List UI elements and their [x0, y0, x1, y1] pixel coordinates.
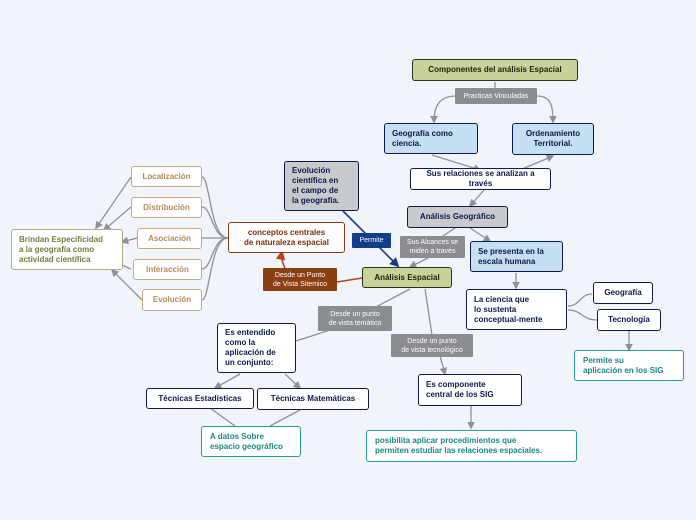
node-brindan-especificidad[interactable]: Brindan Especificidad a la geografía com…	[11, 229, 123, 270]
node-tecnicas-matematicas[interactable]: Técnicas Matemáticas	[257, 388, 369, 410]
node-a-datos-sobre[interactable]: A datos Sobre espacio geográfico	[201, 426, 301, 457]
node-analisis-geografico[interactable]: Análisis Geográfico	[407, 206, 508, 228]
node-conceptos-centrales[interactable]: conceptos centrales de naturaleza espaci…	[228, 222, 345, 253]
node-localizacion[interactable]: Localización	[131, 166, 202, 187]
node-evolucion-cientifica[interactable]: Evolución científica en el campo de la g…	[284, 161, 359, 211]
label-punto-tematico: Desde un punto de vista temático	[318, 306, 392, 331]
label-sus-alcances: Sus Alcances se miden a través	[400, 236, 465, 258]
node-evolucion[interactable]: Evolución	[142, 289, 202, 311]
node-ordenamiento-territorial[interactable]: Ordenamiento Territorial.	[512, 123, 594, 155]
node-sus-relaciones[interactable]: Sus relaciones se analizan a través	[410, 168, 551, 190]
label-permite: Permite	[352, 233, 391, 248]
node-geografia[interactable]: Geografía	[593, 282, 653, 304]
node-geografia-como-ciencia[interactable]: Geografía como ciencia.	[384, 123, 478, 154]
node-es-componente-central[interactable]: Es componente central de los SIG	[418, 374, 522, 406]
node-distribucion[interactable]: Distribución	[131, 197, 202, 218]
node-escala-humana[interactable]: Se presenta en la escala humana	[470, 241, 563, 272]
node-es-entendido[interactable]: Es entendido como la aplicación de un co…	[217, 323, 296, 373]
label-practicas-vinculadas: Practicas Vinculadas	[455, 88, 537, 104]
node-tecnicas-estadisticas[interactable]: Técnicas Estadísticas	[146, 388, 254, 409]
node-permite-su-aplicacion[interactable]: Permite su aplicación en los SIG	[574, 350, 684, 381]
node-analisis-espacial[interactable]: Análisis Espacial	[362, 267, 452, 288]
node-tecnologia[interactable]: Tecnología	[597, 309, 661, 331]
label-punto-sistemico: Desde un Punto de Vista Sitemico	[263, 268, 337, 291]
label-punto-tecnologico: Desde un punto de vista tecnológico	[391, 334, 473, 357]
node-ciencia-que-sustenta[interactable]: La ciencia que lo sustenta conceptual-me…	[466, 289, 567, 330]
node-interaccion[interactable]: Interacción	[133, 259, 202, 280]
node-posibilita-aplicar[interactable]: posibilita aplicar procedimientos que pe…	[366, 430, 577, 462]
node-asociacion[interactable]: Asociación	[137, 228, 202, 249]
node-componentes-analisis-espacial[interactable]: Componentes del análisis Espacial	[412, 59, 578, 81]
